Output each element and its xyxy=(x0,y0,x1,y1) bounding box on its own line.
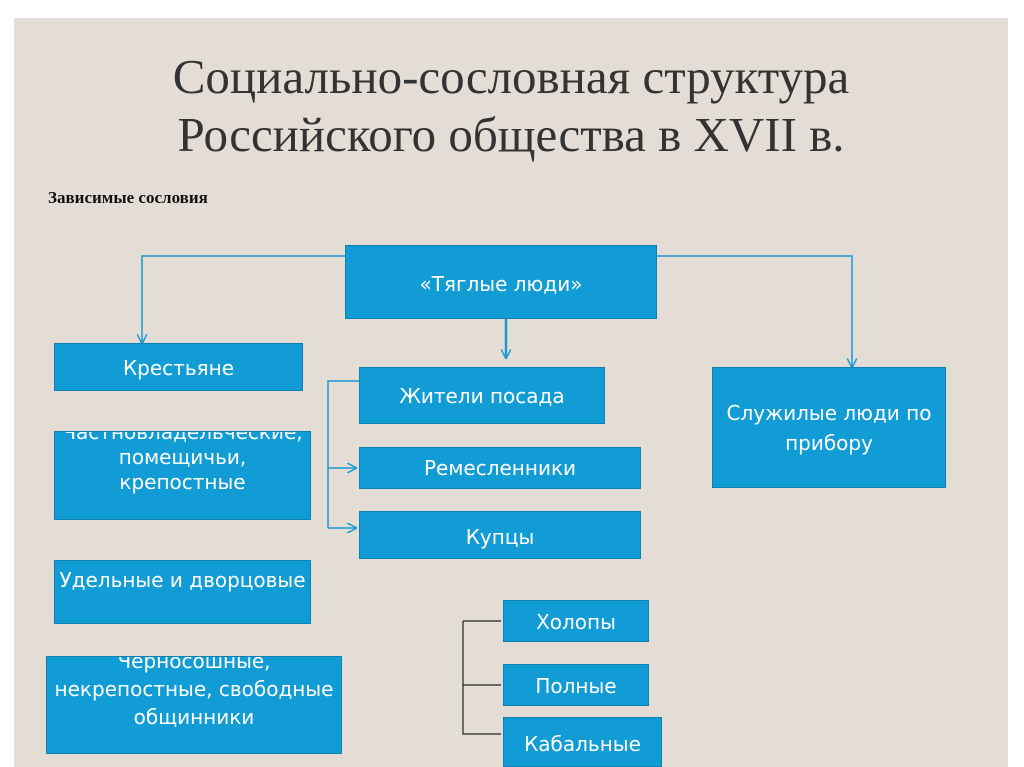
title-line-2: Российского общества в XVII в. xyxy=(177,107,845,162)
node-tyaglye-lyudi-label: «Тяглые люди» xyxy=(419,272,583,296)
node-polnye-label: Полные xyxy=(535,674,617,698)
node-zhiteli-posada-label: Жители посада xyxy=(399,384,565,408)
node-kuptsy-label: Купцы xyxy=(465,525,535,549)
node-polnye: Полные xyxy=(503,664,649,706)
slide: Социально-сословная структура Российског… xyxy=(14,18,1008,767)
node-kabalnye-label: Кабальные xyxy=(524,732,641,756)
connector-tyaglye-krestyane xyxy=(142,255,345,343)
node-krestyane-label: Крестьяне xyxy=(122,356,235,380)
node-udelnye-label: Удельные и дворцовые xyxy=(59,568,306,592)
node-chernososhnye-label: Черносошные, некрепостные, свободные общ… xyxy=(54,656,334,729)
node-remeslenniki-label: Ремесленники xyxy=(423,456,577,480)
node-kuptsy: Купцы xyxy=(359,511,641,559)
node-kabalnye: Кабальные xyxy=(503,717,662,767)
node-sluzhilye-lyudi-label: Служилые люди по прибору xyxy=(726,401,932,455)
connector-tyaglye-sluzhilye xyxy=(657,255,852,367)
connector-kholopy-bracket xyxy=(462,621,501,735)
slide-title: Социально-сословная структура Российског… xyxy=(14,48,1008,164)
node-kholopy: Холопы xyxy=(503,600,649,642)
node-chastnovladelcheskie: Частновладельческие, помещичьи, крепостн… xyxy=(54,431,311,520)
node-chernososhnye: Черносошные, некрепостные, свободные общ… xyxy=(46,656,342,754)
node-chastnovladelcheskie-label: Частновладельческие, помещичьи, крепостн… xyxy=(62,431,303,494)
node-remeslenniki: Ремесленники xyxy=(359,447,641,489)
node-zhiteli-posada: Жители посада xyxy=(359,367,605,424)
node-krestyane: Крестьяне xyxy=(54,343,303,391)
title-line-1: Социально-сословная структура xyxy=(172,49,850,104)
node-sluzhilye-lyudi: Служилые люди по прибору xyxy=(712,367,946,488)
connector-posad-bracket xyxy=(327,380,359,528)
node-kholopy-label: Холопы xyxy=(536,610,616,634)
section-subtitle: Зависимые сословия xyxy=(48,188,208,207)
node-tyaglye-lyudi: «Тяглые люди» xyxy=(345,245,657,319)
node-udelnye: Удельные и дворцовые xyxy=(54,560,311,624)
